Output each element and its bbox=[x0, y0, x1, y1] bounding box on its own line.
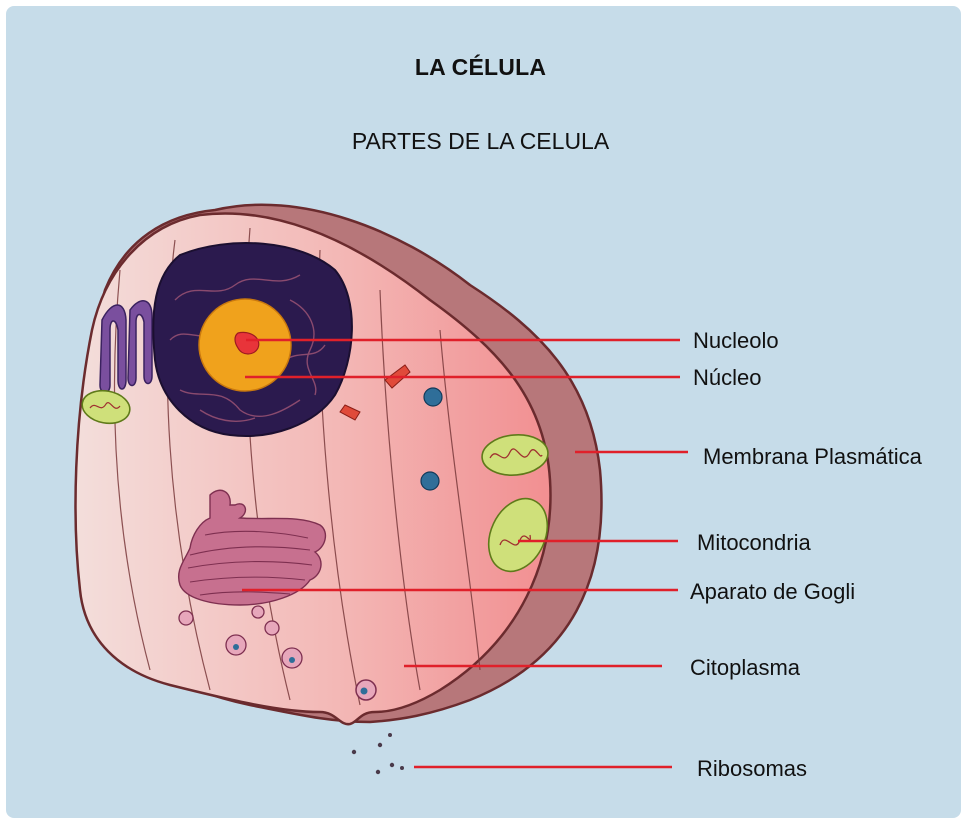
label-mitocondria: Mitocondria bbox=[697, 530, 811, 556]
label-ribosomas: Ribosomas bbox=[697, 756, 807, 782]
label-citoplasma: Citoplasma bbox=[690, 655, 800, 681]
label-nucleolo: Nucleolo bbox=[693, 328, 779, 354]
label-aparato-de-golgi: Aparato de Gogli bbox=[690, 579, 855, 605]
endocytic-vesicle-core bbox=[361, 688, 368, 695]
label-nucleo: Núcleo bbox=[693, 365, 761, 391]
label-membrana-plasmatica: Membrana Plasmática bbox=[703, 444, 922, 470]
free-ribosomes bbox=[352, 733, 404, 774]
